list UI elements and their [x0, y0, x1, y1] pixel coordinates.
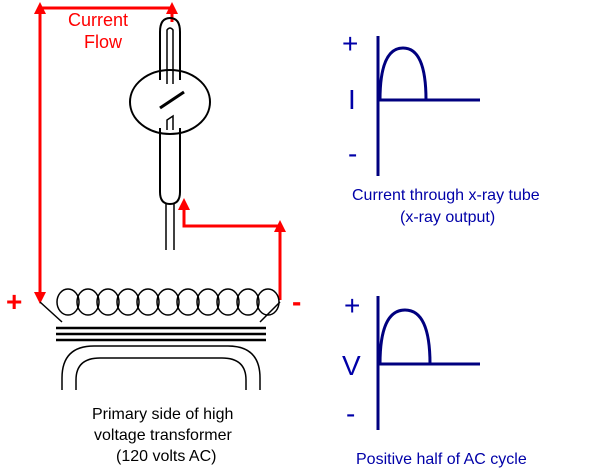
graph-current-caption-line1: Current through x-ray tube [352, 187, 540, 204]
graph-voltage-symbol: V [342, 350, 361, 381]
coil-lead-right [259, 301, 281, 323]
graph-current-minus: - [348, 138, 358, 169]
coil-loop [156, 288, 180, 316]
arrowhead-right-up [274, 220, 286, 232]
arrowhead-left-down [34, 292, 46, 304]
graph-voltage-wave [378, 308, 432, 365]
current-flow-label-line2: Flow [84, 32, 123, 52]
coil-loop [56, 288, 80, 316]
coil-loop [176, 288, 200, 316]
coil-loop [96, 288, 120, 316]
coil-loop [256, 288, 280, 316]
graph-voltage-plus: + [344, 290, 361, 321]
transformer-caption-line3: (120 volts AC) [116, 448, 217, 465]
xray-tube [129, 16, 211, 250]
current-flow-label-line1: Current [68, 10, 129, 30]
graph-voltage-minus: - [346, 398, 356, 429]
arrowhead-anode-up [178, 198, 190, 210]
arrowhead-top-right [166, 2, 178, 14]
graph-current-wave [378, 46, 428, 101]
coil-loop [76, 288, 100, 316]
transformer-plus-label: + [6, 286, 23, 317]
transformer-caption-line2: voltage transformer [94, 427, 232, 444]
transformer-caption-line1: Primary side of high [92, 406, 234, 423]
coil-loop [236, 288, 260, 316]
primary-coil [56, 288, 280, 316]
current-wire [38, 6, 282, 300]
tube-lower-inner [166, 114, 174, 130]
arrowhead-top-left [34, 2, 46, 14]
tube-target [159, 90, 185, 110]
graph-current-symbol: I [348, 84, 356, 115]
transformer-minus-label: - [292, 286, 302, 317]
coil-lead-left [39, 301, 63, 323]
graph-voltage-caption-line1: Positive half of AC cycle [356, 451, 527, 468]
tube-bulb [129, 69, 211, 135]
secondary-inner [75, 357, 247, 390]
coil-loop [116, 288, 140, 316]
coil-loop [196, 288, 220, 316]
secondary-outer [61, 345, 261, 390]
graph-current-plus: + [342, 28, 359, 59]
graph-voltage [376, 296, 480, 430]
graph-current [376, 36, 480, 176]
tube-upper-neck [159, 16, 181, 80]
wire-left-loop [38, 6, 174, 300]
graph-current-caption-line2: (x-ray output) [400, 209, 496, 226]
tube-upper-inner [166, 27, 174, 84]
transformer [39, 288, 281, 390]
coil-loop [216, 288, 240, 316]
wire-right-loop [182, 204, 282, 300]
tube-lower-neck [159, 128, 181, 206]
coil-loop [136, 288, 160, 316]
